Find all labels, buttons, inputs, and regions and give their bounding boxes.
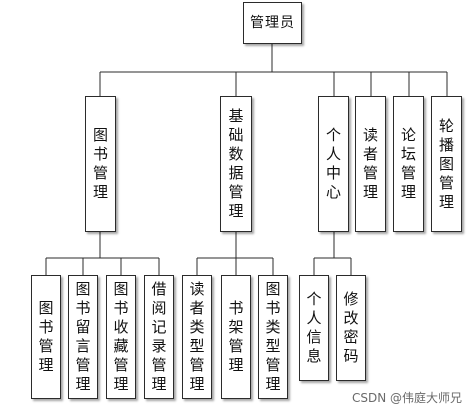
node-label: 借阅记录管理 [151, 280, 167, 393]
node-book-favorite-management: 图书收藏管理 [106, 275, 136, 399]
node-label: 个人中心 [325, 126, 341, 201]
node-reader-type-management: 读者类型管理 [182, 275, 212, 399]
node-label: 图书类型管理 [265, 280, 281, 393]
node-label: 个人信息 [306, 290, 322, 365]
node-label: 图书管理 [92, 126, 108, 201]
csdn-watermark: CSDN @伟庭大师兄 [351, 391, 462, 405]
node-carousel-management: 轮播图管理 [431, 96, 462, 232]
node-basic-data-management: 基础数据管理 [220, 96, 252, 232]
node-book-management: 图书管理 [85, 96, 116, 232]
node-borrow-record-management: 借阅记录管理 [144, 275, 174, 399]
node-book-comment-management: 图书留言管理 [68, 275, 98, 399]
node-personal-center: 个人中心 [318, 96, 349, 232]
node-label: 书架管理 [228, 299, 244, 374]
node-label: 读者管理 [362, 126, 378, 201]
node-label: 图书收藏管理 [113, 280, 129, 393]
node-label: 轮播图管理 [438, 116, 454, 211]
node-label: 图书管理 [38, 299, 54, 374]
node-bookshelf-management: 书架管理 [221, 275, 251, 399]
node-book-management-sub: 图书管理 [31, 275, 61, 399]
node-personal-info: 个人信息 [299, 275, 329, 381]
node-label: 基础数据管理 [228, 107, 244, 220]
node-label: 修改密码 [343, 290, 359, 365]
node-forum-management: 论坛管理 [393, 96, 424, 232]
node-book-type-management: 图书类型管理 [258, 275, 288, 399]
node-label: 读者类型管理 [189, 280, 205, 393]
node-reader-management: 读者管理 [355, 96, 386, 232]
node-label: 图书留言管理 [75, 280, 91, 393]
root-node-label: 管理员 [250, 14, 295, 31]
node-label: 论坛管理 [400, 126, 416, 201]
root-node-admin: 管理员 [243, 2, 302, 44]
node-change-password: 修改密码 [336, 275, 366, 381]
